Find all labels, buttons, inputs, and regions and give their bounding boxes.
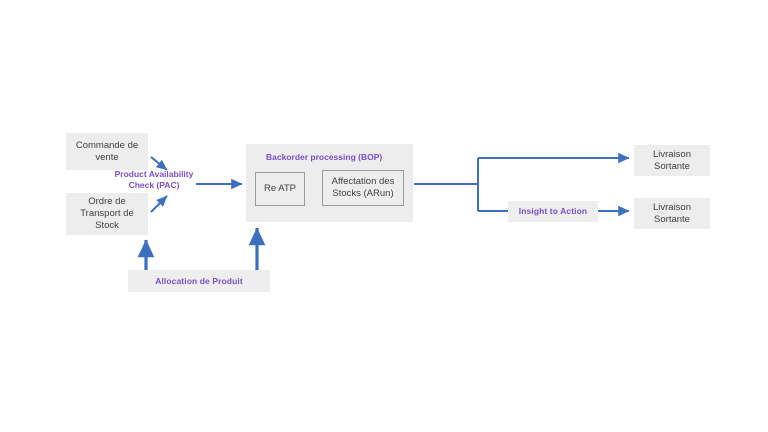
node-allocation-de-produit[interactable]: Allocation de Produit (128, 270, 270, 292)
label-product-availability-check: Product Availability Check (PAC) (114, 169, 194, 191)
node-insight-to-action[interactable]: Insight to Action (508, 201, 598, 222)
arrow-ordre-to-pac (150, 195, 168, 213)
node-livraison-sortante-top[interactable]: Livraison Sortante (634, 145, 710, 176)
node-ordre-de-transport-de-stock[interactable]: Ordre de Transport de Stock (66, 193, 148, 235)
arrow-commande-to-pac (150, 156, 168, 171)
node-affectation-des-stocks[interactable]: Affectation des Stocks (ARun) (322, 170, 404, 206)
node-commande-de-vente[interactable]: Commande de vente (66, 133, 148, 170)
node-livraison-sortante-bottom[interactable]: Livraison Sortante (634, 198, 710, 229)
container-title-backorder-processing: Backorder processing (BOP) (266, 152, 383, 162)
node-re-atp[interactable]: Re ATP (255, 172, 305, 206)
